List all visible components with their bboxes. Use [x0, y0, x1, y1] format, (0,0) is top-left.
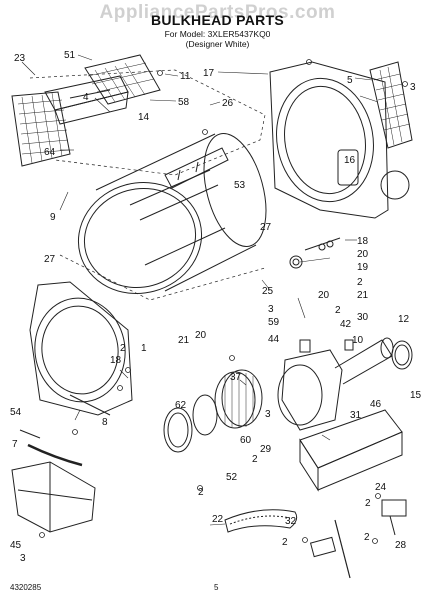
- callout: 2: [198, 487, 204, 498]
- thermal-fuse: [309, 499, 407, 558]
- callout: 62: [175, 400, 187, 411]
- callout: 26: [222, 98, 234, 109]
- callout: 9: [50, 212, 56, 223]
- callout: 3: [410, 82, 416, 93]
- callout: 29: [260, 444, 272, 455]
- callout: 2: [364, 532, 370, 543]
- callout: 4: [83, 92, 89, 103]
- callout: 27: [260, 222, 272, 233]
- callout: 24: [375, 482, 387, 493]
- callout: 22: [212, 514, 224, 525]
- callout: 1: [141, 343, 147, 354]
- callout: 19: [357, 262, 369, 273]
- drum: [77, 133, 267, 294]
- callout: 17: [203, 68, 215, 79]
- lint-duct: [44, 75, 129, 125]
- callout: 3: [265, 409, 271, 420]
- callout: 18: [357, 236, 369, 247]
- blower-seal-rings: [163, 394, 218, 453]
- lint-housing: [11, 461, 96, 533]
- callout: 16: [344, 155, 356, 166]
- callout: 46: [370, 399, 382, 410]
- heater-box: [299, 409, 403, 492]
- callout: 64: [44, 147, 56, 158]
- front-bulkhead: [29, 281, 133, 416]
- callout: 2: [357, 277, 363, 288]
- callout: 27: [44, 254, 56, 265]
- seal-strip: [19, 429, 83, 467]
- callout: 52: [226, 472, 238, 483]
- callout: 15: [410, 390, 422, 401]
- callout: 25: [262, 286, 274, 297]
- callout: 5: [347, 75, 353, 86]
- duct-seal: [391, 340, 413, 370]
- callout: 23: [14, 53, 26, 64]
- callout: 28: [395, 540, 407, 551]
- callout: 60: [240, 435, 252, 446]
- cabinet-outline: [29, 69, 266, 176]
- rear-bulkhead: [269, 61, 410, 219]
- callout: 44: [268, 334, 280, 345]
- section-line: [334, 519, 351, 579]
- callout: 20: [318, 290, 330, 301]
- callout: 3: [20, 553, 26, 564]
- callout: 59: [268, 317, 280, 328]
- callout: 8: [102, 417, 108, 428]
- callout: 21: [357, 290, 369, 301]
- callout: 14: [138, 112, 150, 123]
- heating-element: [224, 509, 298, 533]
- callout: 2: [365, 498, 371, 509]
- callout: 3: [268, 304, 274, 315]
- callout: 32: [285, 516, 297, 527]
- callout: 2: [252, 454, 258, 465]
- callout: 11: [180, 71, 191, 82]
- document-number: 4320285: [10, 583, 42, 592]
- callout: 20: [357, 249, 369, 260]
- blower-wheel: [214, 369, 263, 429]
- callout: 30: [357, 312, 369, 323]
- callout: 20: [195, 330, 207, 341]
- callout-labels: 51 23 11 58 4 14 26 17 5 3 64 16 53 9 27…: [10, 50, 422, 564]
- callout: 42: [340, 319, 352, 330]
- callout: 2: [282, 537, 288, 548]
- callout: 45: [10, 540, 22, 551]
- drum-outline-guide: [59, 254, 266, 301]
- diagram-title: BULKHEAD PARTS: [150, 12, 285, 28]
- callout: 37: [230, 372, 242, 383]
- roller-assembly: [289, 237, 341, 269]
- heater-shield: [369, 61, 413, 149]
- screws: [39, 59, 408, 544]
- callout: 58: [178, 97, 190, 108]
- model-variant: (Designer White): [185, 39, 250, 49]
- callout: 51: [64, 50, 76, 61]
- watermark: AppliancePartsPros.com: [99, 2, 336, 23]
- drum-baffle: [164, 147, 229, 189]
- lint-screen: [11, 91, 71, 167]
- callout: 7: [12, 439, 18, 450]
- callout: 18: [110, 355, 122, 366]
- callout: 2: [335, 305, 341, 316]
- callout: 2: [120, 343, 126, 354]
- callout: 53: [234, 180, 246, 191]
- callout: 10: [352, 335, 364, 346]
- exhaust-duct: [334, 337, 394, 385]
- callout: 12: [398, 314, 410, 325]
- callout: 21: [178, 335, 190, 346]
- thermostat: [299, 339, 354, 353]
- blower-housing: [277, 349, 343, 431]
- page-number: 5: [214, 583, 219, 592]
- model-number: For Model: 3XLER5437KQ0: [164, 29, 271, 39]
- lint-duct-cover: [84, 54, 161, 105]
- callout: 31: [350, 410, 362, 421]
- leader-lines: [21, 54, 379, 526]
- callout: 54: [10, 407, 22, 418]
